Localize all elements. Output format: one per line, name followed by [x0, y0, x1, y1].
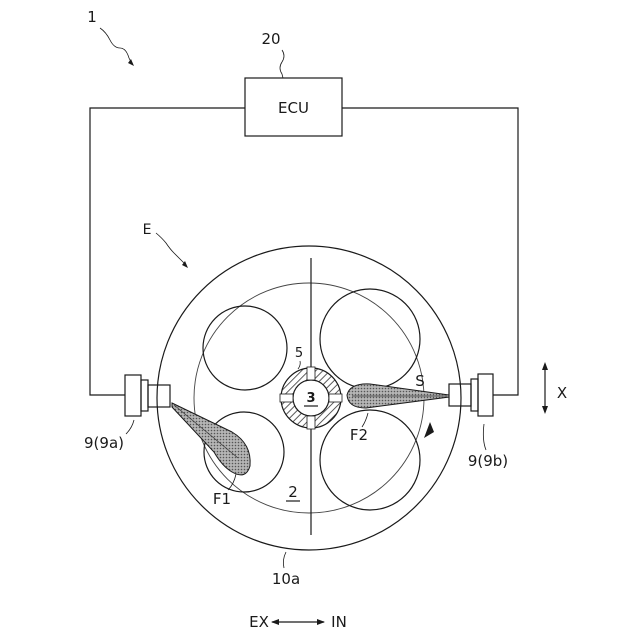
arrowhead-1: [128, 59, 134, 66]
leader-9b: [483, 424, 486, 450]
wire-right: [342, 108, 518, 395]
label-x: X: [557, 384, 567, 402]
injector-right-body: [478, 374, 493, 416]
injector-right-nozzle: [449, 384, 471, 406]
label-2: 2: [288, 483, 298, 501]
in-arrowhead: [317, 619, 325, 625]
x-arrow-up: [542, 362, 548, 370]
ex-arrowhead: [271, 619, 279, 625]
label-1: 1: [87, 8, 97, 26]
leader-9a: [126, 420, 134, 434]
label-s: S: [415, 372, 425, 390]
injector-right-flange: [471, 379, 478, 411]
label-in: IN: [331, 613, 347, 631]
ring-gap-left: [280, 394, 293, 402]
ecu-label: ECU: [278, 99, 309, 117]
valve-upper-right: [320, 289, 420, 389]
injector-left-body: [125, 375, 141, 416]
label-f2: F2: [350, 426, 368, 444]
leader-f1: [228, 474, 236, 490]
leader-e: [156, 233, 186, 265]
ring-gap-bottom: [307, 416, 315, 429]
label-10a: 10a: [272, 570, 300, 588]
leader-20: [280, 50, 284, 78]
ring-gap-right: [329, 394, 342, 402]
label-f1: F1: [213, 490, 231, 508]
label-3: 3: [306, 391, 315, 406]
wire-left: [90, 108, 245, 395]
label-ex: EX: [249, 613, 269, 631]
label-5: 5: [295, 346, 303, 361]
label-9a: 9(9a): [84, 434, 124, 452]
label-9b: 9(9b): [468, 452, 508, 470]
label-e: E: [143, 222, 152, 238]
leader-f2: [362, 413, 368, 427]
injector-left-flange: [141, 380, 148, 411]
x-arrow-down: [542, 406, 548, 414]
label-20: 20: [261, 30, 280, 48]
valve-upper-left: [203, 306, 287, 390]
injector-left-nozzle: [148, 385, 170, 407]
leader-5: [298, 361, 300, 369]
leader-1: [100, 28, 132, 64]
swirl-arrowhead: [424, 422, 434, 438]
ring-gap-top: [307, 367, 315, 380]
leader-10a: [283, 552, 286, 568]
spray-f1: [172, 403, 250, 475]
